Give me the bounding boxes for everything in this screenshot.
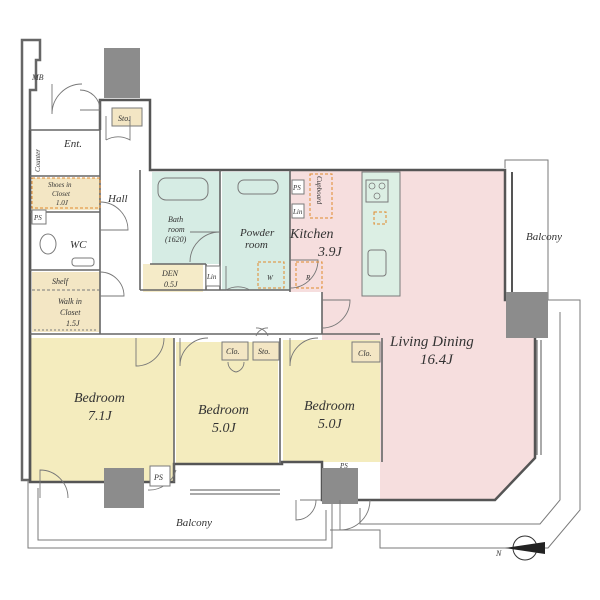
north-arrow bbox=[505, 535, 545, 561]
den-fill bbox=[143, 264, 203, 292]
walk-in-label-3: 1.5J bbox=[66, 319, 80, 328]
living-label-2: 16.4J bbox=[420, 352, 454, 368]
mb-label: MB bbox=[31, 73, 44, 82]
fridge-space bbox=[295, 261, 323, 289]
ps-b3-label: PS bbox=[339, 462, 348, 470]
ps-left-label: PS bbox=[33, 214, 42, 222]
kitchen-label-1: Kitchen bbox=[289, 227, 334, 242]
bath-fill bbox=[152, 172, 220, 264]
shoes-closet-fill bbox=[32, 178, 100, 210]
kitchen-counter-fill bbox=[361, 171, 401, 297]
pillar-bottom-mid bbox=[322, 468, 358, 504]
vanity-sink bbox=[237, 179, 279, 195]
balcony-bottom-label: Balcony bbox=[176, 517, 212, 529]
sto-top-fill bbox=[112, 108, 142, 126]
toilet bbox=[39, 233, 57, 255]
ps-mid-label: PS bbox=[292, 184, 301, 192]
outer-balcony-corner bbox=[330, 299, 581, 549]
washer-label: W bbox=[267, 274, 274, 282]
lin-box-2 bbox=[205, 265, 221, 287]
shoes-label-2: Closet bbox=[52, 190, 71, 198]
bedroom3-label-1: Bedroom bbox=[304, 399, 355, 414]
sto-mid-label: Sto. bbox=[258, 347, 270, 356]
lin-label-1: Lin bbox=[292, 208, 303, 216]
shoes-label-1: Shoes in bbox=[48, 181, 72, 189]
sto-top-label: Sto. bbox=[118, 114, 130, 123]
ent-label: Ent. bbox=[63, 138, 82, 150]
clo-2-box bbox=[351, 341, 381, 363]
den-label-2: 0.5J bbox=[164, 280, 178, 289]
clo-2-label: Clo. bbox=[358, 349, 372, 358]
living-label-1: Living Dining bbox=[389, 334, 474, 350]
pillar-right bbox=[506, 292, 548, 338]
right-balcony bbox=[504, 159, 549, 300]
shoes-label-3: 1.0J bbox=[56, 199, 69, 207]
bedroom3-label-2: 5.0J bbox=[318, 417, 343, 432]
north-label: N bbox=[495, 549, 502, 558]
door-swings bbox=[39, 83, 371, 531]
bathtub bbox=[157, 177, 209, 201]
counter-label: Counter bbox=[34, 149, 42, 172]
hall-label: Hall bbox=[107, 193, 128, 205]
bath-label-3: (1620) bbox=[165, 235, 187, 244]
clo-1-fill bbox=[222, 342, 248, 360]
outer-balcony-corner-2 bbox=[359, 312, 561, 525]
sto-mid-box bbox=[252, 341, 280, 361]
ps-b1-box bbox=[149, 465, 171, 487]
bath-label-1: Bath bbox=[168, 215, 183, 224]
washer-space bbox=[257, 261, 285, 289]
powder-label-2: room bbox=[245, 239, 268, 251]
walk-in-label-1: Walk in bbox=[58, 297, 82, 306]
bedroom2-label-2: 5.0J bbox=[212, 421, 237, 436]
wc-label: WC bbox=[70, 239, 87, 251]
bedroom1-label-1: Bedroom bbox=[74, 391, 125, 406]
ps-b1-label: PS bbox=[153, 473, 163, 482]
kitchen-label-2: 3.9J bbox=[317, 245, 343, 260]
powder-fill bbox=[222, 172, 290, 290]
exterior-wall bbox=[20, 38, 42, 482]
cupboard-space bbox=[309, 173, 333, 219]
bedroom1-label-2: 7.1J bbox=[88, 409, 113, 424]
kitchen-sink bbox=[367, 249, 387, 277]
sto-top-box bbox=[111, 107, 143, 127]
wc-sink bbox=[71, 257, 95, 267]
clo-1-box bbox=[221, 341, 249, 361]
bedroom2-label-1: Bedroom bbox=[198, 403, 249, 418]
cupboard-label: Cupboard bbox=[315, 176, 323, 205]
exterior-wall-2 bbox=[27, 480, 333, 549]
lin-label-2: Lin bbox=[206, 273, 217, 281]
counter-dash-1 bbox=[373, 211, 387, 225]
ps-left-box bbox=[31, 209, 47, 225]
pillar-bottom-left bbox=[104, 468, 144, 508]
fridge-label: R bbox=[305, 274, 311, 282]
windows bbox=[150, 169, 542, 495]
lower-balcony-outline bbox=[37, 488, 327, 541]
bedroom-2-fill bbox=[176, 342, 278, 464]
pillar-top bbox=[104, 48, 140, 98]
clo-2-fill bbox=[352, 342, 380, 362]
stove-burner-1 bbox=[368, 182, 376, 190]
lin-box-1 bbox=[291, 203, 305, 219]
walk-in-closet-fill bbox=[32, 272, 100, 332]
clo-1-label: Clo. bbox=[226, 347, 240, 356]
stove-burner-3 bbox=[373, 192, 381, 200]
ps-mid-box bbox=[291, 179, 305, 195]
shelf-line bbox=[31, 177, 101, 209]
balcony-right-label: Balcony bbox=[526, 231, 562, 243]
powder-label-1: Powder bbox=[239, 227, 275, 239]
walk-in-label-2: Closet bbox=[60, 308, 81, 317]
stove-burner-2 bbox=[378, 182, 386, 190]
stove bbox=[365, 179, 389, 203]
sto-mid-fill bbox=[253, 342, 279, 360]
den-label-1: DEN bbox=[161, 269, 179, 278]
shelf-label: Shelf bbox=[52, 277, 70, 286]
bath-label-2: room bbox=[168, 225, 185, 234]
